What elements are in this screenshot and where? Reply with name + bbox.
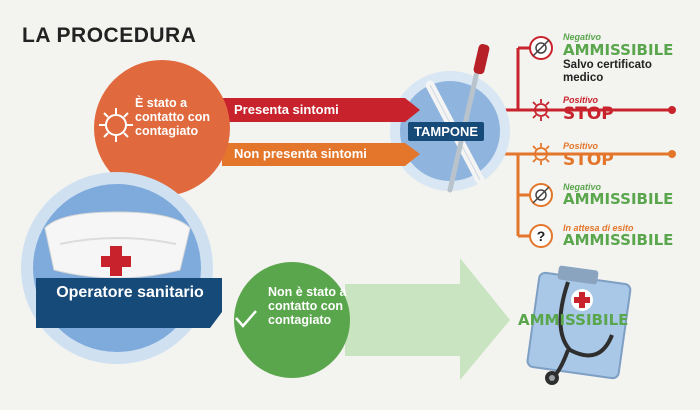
clipboard-stethoscope-icon [526,265,632,385]
contact-circle [94,60,230,196]
outcome-result-neg2: AMMISSIBILE [563,190,674,208]
virus-positive-icon-2 [530,143,552,165]
outcome-result-pos1: STOP [563,104,614,124]
symptoms-label: Presenta sintomi [234,102,339,117]
no-contact-circle [234,262,350,378]
contact-circle-text: È stato a contatto con contagiato [135,96,210,138]
outcome-tag-neg2: Negativo [563,182,602,192]
no-symptoms-band [222,143,420,166]
nurse-cap-icon [44,211,191,279]
question-icon: ? [529,224,553,248]
virus-negative-icon-1 [529,36,553,60]
virus-negative-icon-2 [529,183,553,207]
operator-label: Operatore sanitario [56,284,204,301]
operator-band [36,278,222,328]
virus-icon [99,108,133,142]
green-arrow [345,258,510,380]
outcome-result-pos2: STOP [563,150,614,170]
outcome-tag-pos2: Positivo [563,141,599,151]
virus-positive-icon-1 [530,99,552,121]
no-symptoms-label: Non presenta sintomi [234,146,367,161]
page-title: LA PROCEDURA [22,24,197,47]
symptoms-band [222,98,420,122]
outcome-tag-neg1: Negativo [563,32,602,42]
svg-text:?: ? [537,228,546,244]
outcome-tag-wait: In attesa di esito [563,223,634,233]
final-result: AMMISSIBILE [518,311,629,329]
outcome-tag-pos1: Positivo [563,95,599,105]
outcome-result-neg1: AMMISSIBILE [563,41,674,59]
test-label: TAMPONE [408,122,485,141]
check-icon [235,310,257,328]
outcome-result-wait: AMMISSIBILE [563,231,674,249]
no-contact-text: Non è stato a contatto con contagiato [268,285,347,327]
outcome-note-neg1: Salvo certificato medico [563,59,652,84]
